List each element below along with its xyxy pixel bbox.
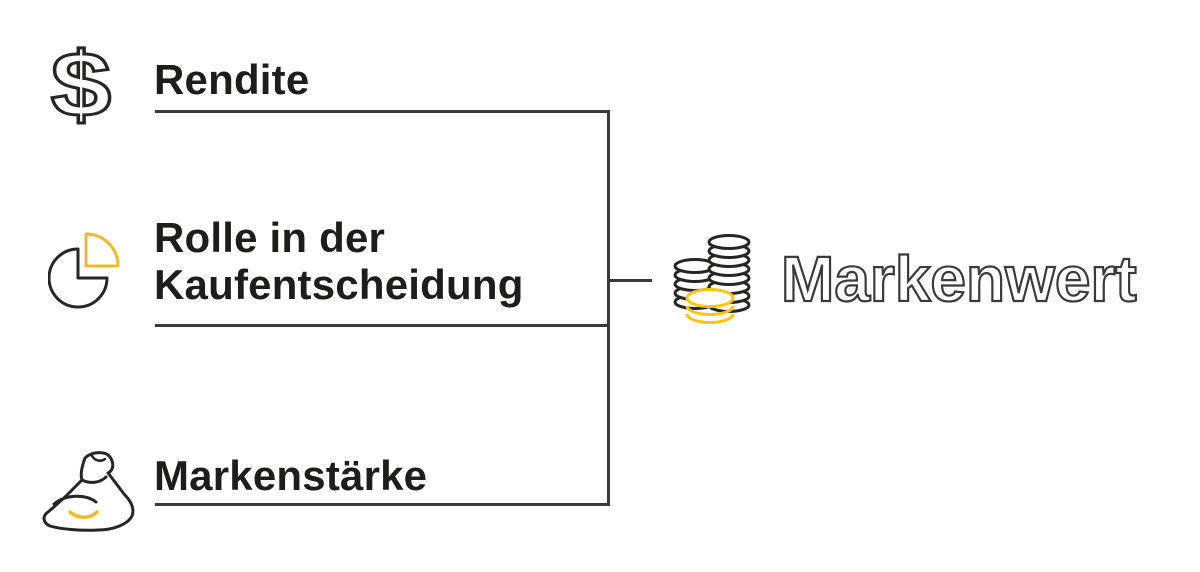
result-title-text: Markenwert	[781, 243, 1137, 315]
muscle-icon	[40, 450, 140, 535]
coins-stack-icon	[672, 228, 757, 326]
factor-label-rendite: Rendite	[154, 56, 310, 103]
pie-chart-icon	[48, 226, 123, 311]
factor-label-markenstaerke: Markenstärke	[154, 452, 428, 499]
dollar-icon-glyph: $	[51, 44, 111, 132]
factor-underline-markenstaerke	[155, 503, 610, 506]
dollar-icon: $	[45, 44, 117, 132]
connector-horizontal-line	[610, 279, 652, 282]
bracket-vertical-line	[607, 110, 610, 506]
factor-underline-rendite	[155, 110, 610, 113]
factor-underline-rolle	[155, 324, 610, 327]
result-title: Markenwert	[780, 238, 1170, 318]
factor-label-rolle: Rolle in der Kaufentscheidung	[154, 214, 524, 308]
